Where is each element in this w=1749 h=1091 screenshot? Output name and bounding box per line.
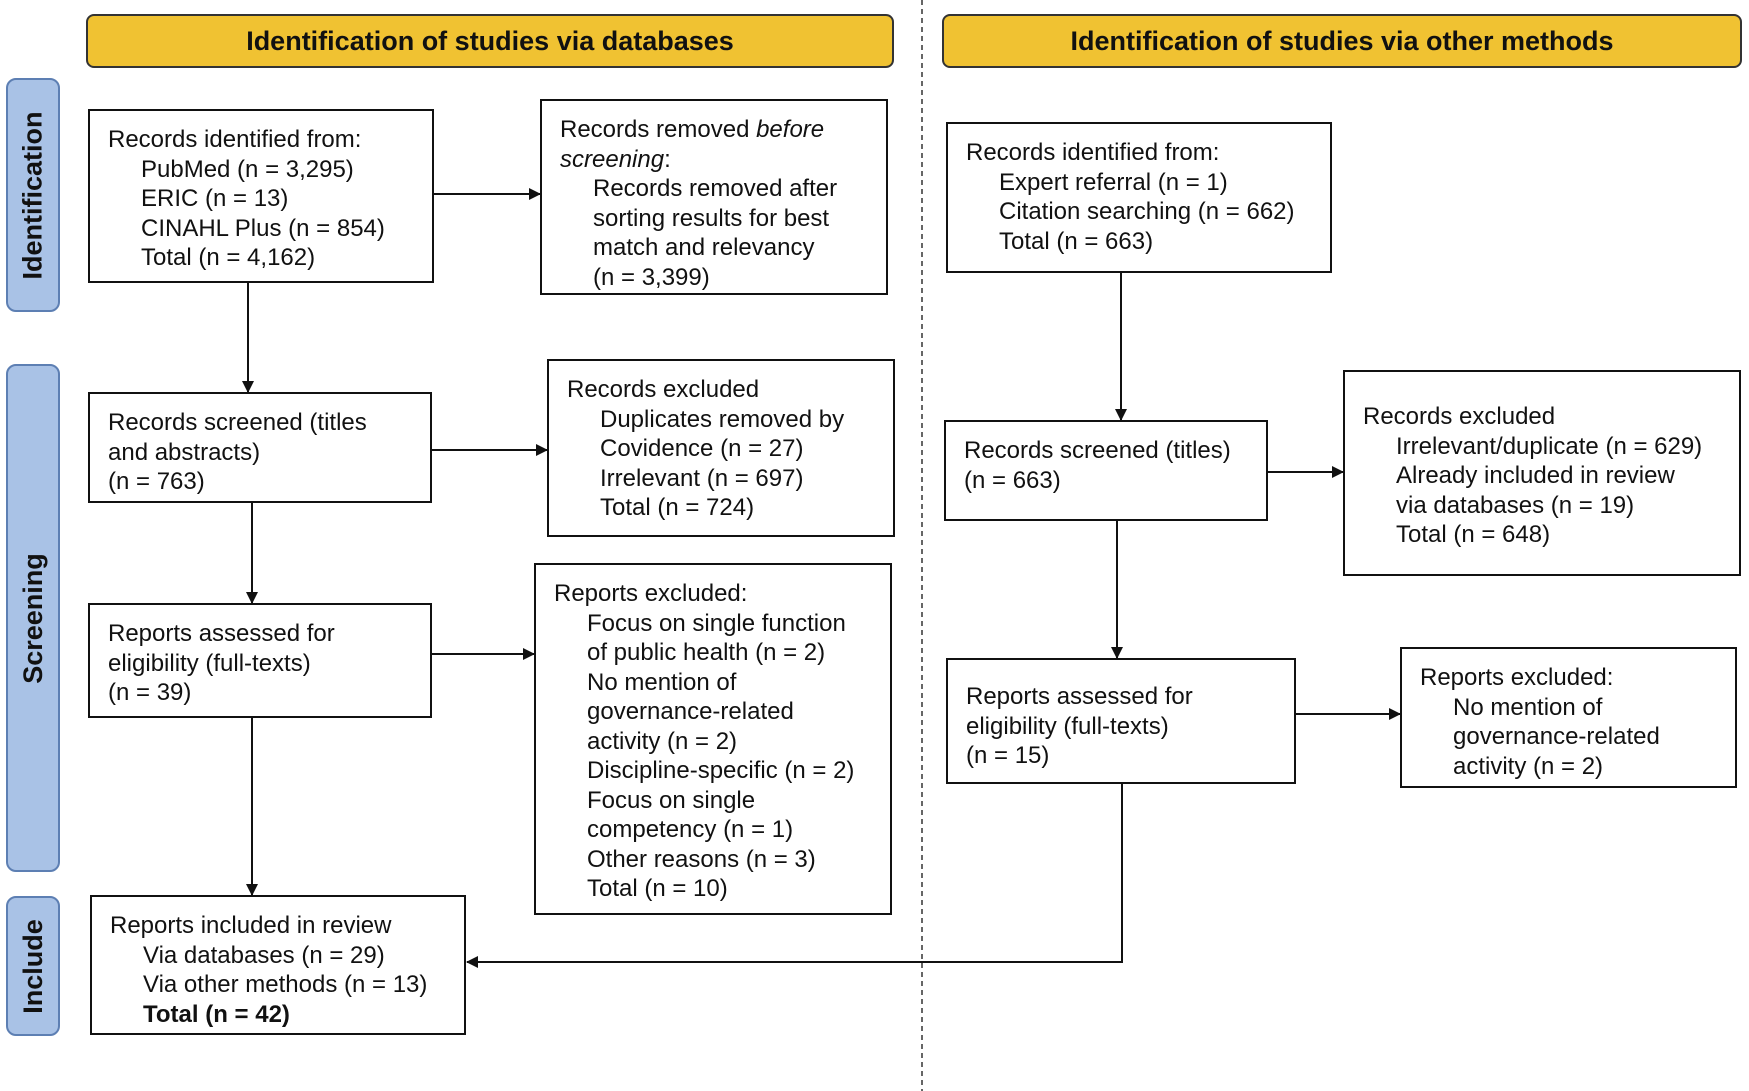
db-rep-excluded-line4: governance-related bbox=[587, 698, 794, 725]
other-identified-citation: Citation searching (n = 662) bbox=[999, 198, 1295, 225]
other-rep-excluded-line1: No mention of bbox=[1453, 693, 1603, 721]
db-rep-excluded-line7: Focus on single bbox=[587, 786, 756, 814]
db-excluded-line1: Duplicates removed by bbox=[600, 405, 845, 433]
db-assessed-line1: Reports assessed for bbox=[108, 620, 335, 647]
header-other-label: Identification of studies via other meth… bbox=[1070, 25, 1614, 56]
header-databases: Identification of studies via databases bbox=[86, 14, 894, 68]
db-excluded-line2: Covidence (n = 27) bbox=[600, 435, 804, 462]
phase-screening-label: Screening bbox=[17, 552, 48, 684]
db-identified-cinahl: CINAHL Plus (n = 854) bbox=[141, 214, 385, 242]
header-databases-label: Identification of studies via databases bbox=[246, 25, 734, 56]
db-removed-line3: match and relevancy bbox=[593, 234, 815, 261]
phase-screening: Screening bbox=[6, 364, 60, 872]
reports-included-box: Reports included in review Via databases… bbox=[90, 895, 466, 1035]
db-removed-line4: (n = 3,399) bbox=[593, 263, 710, 291]
db-removed-line2: sorting results for best bbox=[593, 204, 830, 232]
db-screened-line3: (n = 763) bbox=[108, 468, 205, 495]
db-assessed-line2: eligibility (full-texts) bbox=[108, 649, 311, 677]
other-excluded-title: Records excluded bbox=[1363, 403, 1556, 430]
db-screened-line2: and abstracts) bbox=[108, 438, 261, 466]
other-excluded-line3: via databases (n = 19) bbox=[1396, 491, 1635, 519]
db-screened-line1: Records screened (titles bbox=[108, 409, 367, 436]
other-rep-excluded-line2: governance-related bbox=[1453, 723, 1660, 750]
db-identified-title: Records identified from: bbox=[108, 126, 362, 153]
db-assessed-line3: (n = 39) bbox=[108, 679, 192, 706]
db-records-removed-box: Records removed before screening: Record… bbox=[540, 99, 888, 295]
other-assessed-line3: (n = 15) bbox=[966, 742, 1050, 769]
phase-identification: Identification bbox=[6, 78, 60, 312]
db-reports-excluded-box: Reports excluded: Focus on single functi… bbox=[534, 563, 892, 915]
db-records-excluded-box: Records excluded Duplicates removed by C… bbox=[547, 359, 895, 537]
db-excluded-line3: Irrelevant (n = 697) bbox=[600, 464, 804, 492]
header-other-methods: Identification of studies via other meth… bbox=[942, 14, 1742, 68]
other-rep-excluded-title: Reports excluded: bbox=[1420, 664, 1614, 691]
phase-include-label: Include bbox=[17, 918, 48, 1014]
db-removed-title: Records removed before bbox=[560, 116, 825, 143]
other-assessed-line1: Reports assessed for bbox=[966, 683, 1193, 710]
other-excluded-line1: Irrelevant/duplicate (n = 629) bbox=[1396, 432, 1703, 460]
db-rep-excluded-line5: activity (n = 2) bbox=[587, 727, 738, 755]
other-excluded-line4: Total (n = 648) bbox=[1396, 521, 1551, 548]
db-rep-excluded-line6: Discipline-specific (n = 2) bbox=[587, 757, 855, 784]
db-rep-excluded-line9: Other reasons (n = 3) bbox=[587, 845, 816, 873]
arrow-other-assessed-to-included bbox=[466, 784, 1123, 968]
other-records-screened-box: Records screened (titles) (n = 663) bbox=[944, 420, 1268, 521]
included-total: Total (n = 42) bbox=[143, 1000, 290, 1028]
db-removed-title-2: screening: bbox=[560, 145, 671, 173]
db-removed-line1: Records removed after bbox=[593, 175, 838, 202]
other-identified-title: Records identified from: bbox=[966, 139, 1220, 166]
other-assessed-line2: eligibility (full-texts) bbox=[966, 712, 1169, 740]
other-identified-total: Total (n = 663) bbox=[999, 227, 1154, 255]
other-rep-excluded-line3: activity (n = 2) bbox=[1453, 752, 1604, 780]
other-screened-line1: Records screened (titles) bbox=[964, 437, 1231, 464]
other-reports-assessed-box: Reports assessed for eligibility (full-t… bbox=[946, 658, 1296, 784]
other-screened-line2: (n = 663) bbox=[964, 466, 1061, 494]
db-excluded-title: Records excluded bbox=[567, 376, 760, 403]
db-records-identified-box: Records identified from: PubMed (n = 3,2… bbox=[88, 109, 434, 283]
db-identified-eric: ERIC (n = 13) bbox=[141, 185, 289, 212]
other-reports-excluded-box: Reports excluded: No mention of governan… bbox=[1400, 647, 1737, 788]
included-via-db: Via databases (n = 29) bbox=[143, 941, 385, 969]
db-excluded-line4: Total (n = 724) bbox=[600, 494, 755, 521]
db-rep-excluded-line2: of public health (n = 2) bbox=[587, 639, 826, 666]
other-records-excluded-box: Records excluded Irrelevant/duplicate (n… bbox=[1343, 370, 1741, 576]
db-rep-excluded-line8: competency (n = 1) bbox=[587, 816, 794, 843]
db-reports-assessed-box: Reports assessed for eligibility (full-t… bbox=[88, 603, 432, 718]
other-identified-expert: Expert referral (n = 1) bbox=[999, 168, 1228, 196]
db-identified-pubmed: PubMed (n = 3,295) bbox=[141, 155, 354, 183]
other-excluded-line2: Already included in review bbox=[1396, 462, 1675, 489]
phase-include: Include bbox=[6, 896, 60, 1036]
included-title: Reports included in review bbox=[110, 912, 392, 939]
db-rep-excluded-title: Reports excluded: bbox=[554, 580, 748, 607]
db-rep-excluded-line1: Focus on single function bbox=[587, 609, 846, 637]
phase-identification-label: Identification bbox=[17, 111, 48, 279]
db-records-screened-box: Records screened (titles and abstracts) … bbox=[88, 392, 432, 503]
db-identified-total: Total (n = 4,162) bbox=[141, 244, 316, 271]
db-rep-excluded-line10: Total (n = 10) bbox=[587, 875, 728, 902]
included-via-other: Via other methods (n = 13) bbox=[143, 971, 428, 998]
other-records-identified-box: Records identified from: Expert referral… bbox=[946, 122, 1332, 273]
db-rep-excluded-line3: No mention of bbox=[587, 668, 737, 696]
